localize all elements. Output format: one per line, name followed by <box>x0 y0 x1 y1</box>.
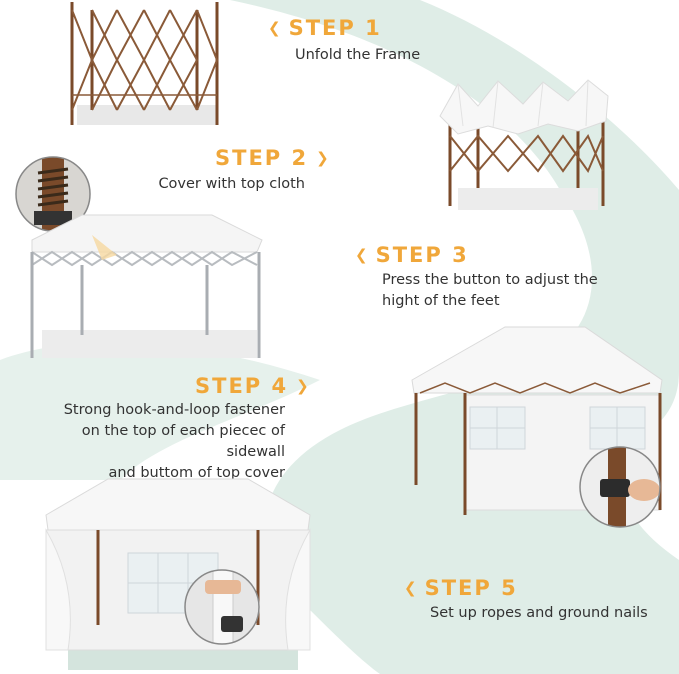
step-4-line-1: Strong hook-and-loop fastener <box>63 402 285 418</box>
cloth-on-frame-image <box>439 79 609 210</box>
step-3-label: STEP 3 <box>375 243 469 267</box>
step-1-label: STEP 1 <box>288 16 382 40</box>
step-3-title: ❮ STEP 3 <box>355 243 469 267</box>
step-2-description: Cover with top cloth <box>120 174 305 195</box>
step-1-description: Unfold the Frame <box>295 45 420 66</box>
step-4-line-3: and buttom of top cover <box>108 465 285 481</box>
strap-closeup-image <box>184 569 260 645</box>
chevron-right-icon: ❯ <box>316 149 329 167</box>
chevron-left-icon: ❮ <box>404 579 417 597</box>
chevron-left-icon: ❮ <box>355 246 368 264</box>
step-3-description: Press the button to adjust the hight of … <box>382 270 598 312</box>
step-1-title: ❮ STEP 1 <box>268 16 382 40</box>
step-4-label: STEP 4 <box>195 374 289 398</box>
step-4-description: Strong hook-and-loop fastener on the top… <box>20 400 285 484</box>
chevron-left-icon: ❮ <box>268 19 281 37</box>
step-3-line-1: Press the button to adjust the <box>382 272 598 288</box>
chevron-right-icon: ❯ <box>296 377 309 395</box>
step-3-line-2: hight of the feet <box>382 293 500 309</box>
step-5-title: ❮ STEP 5 <box>404 576 518 600</box>
canopy-silver-frame-image <box>30 214 263 358</box>
step-1-line: Unfold the Frame <box>295 47 421 63</box>
canopy-full-walls-image <box>45 478 311 670</box>
step-5-description: Set up ropes and ground nails <box>430 603 648 624</box>
folded-frame-image <box>70 2 219 125</box>
step-5-line: Set up ropes and ground nails <box>430 605 648 621</box>
button-closeup-image <box>579 446 661 528</box>
step-4-line-2: on the top of each piecec of sidewall <box>81 423 285 460</box>
step-2-line: Cover with top cloth <box>158 176 305 192</box>
step-4-title: STEP 4 ❯ <box>195 374 309 398</box>
step-2-title: STEP 2 ❯ <box>215 146 329 170</box>
step-2-label: STEP 2 <box>215 146 309 170</box>
step-5-label: STEP 5 <box>424 576 518 600</box>
